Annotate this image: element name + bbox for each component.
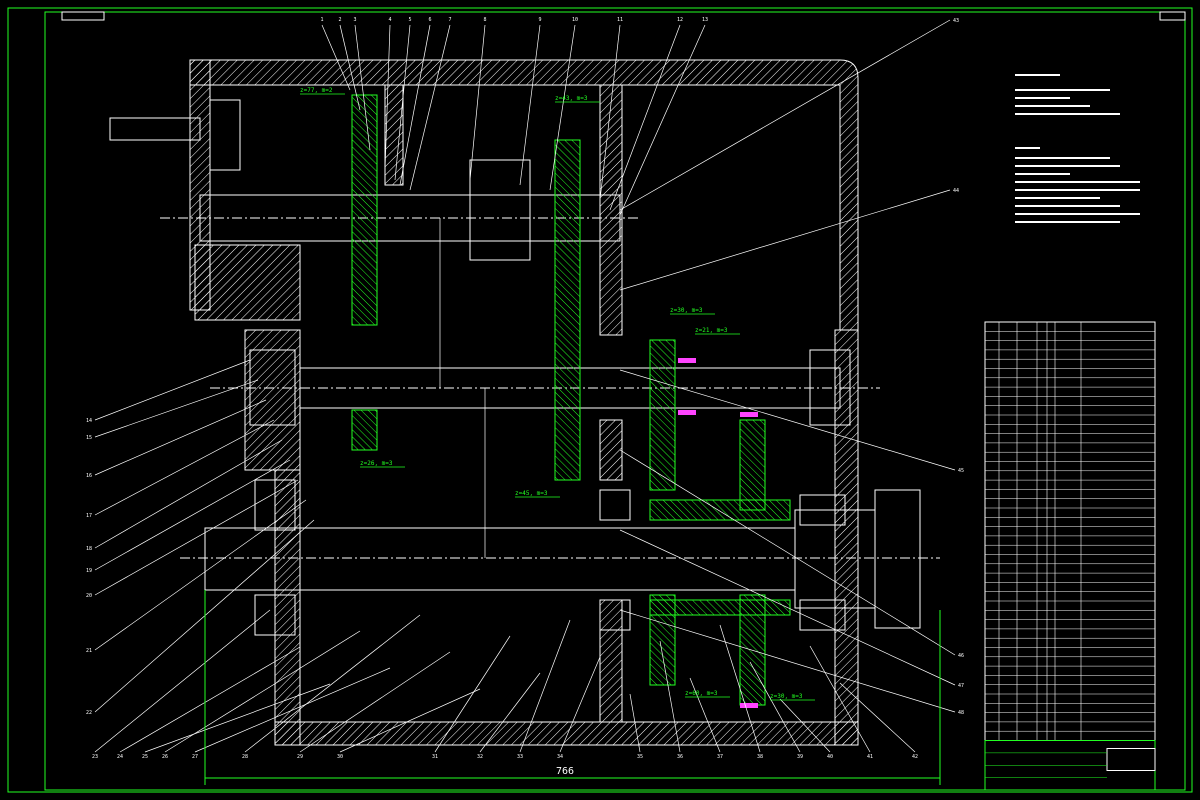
gear-callout: z=26, m=3 xyxy=(360,460,393,467)
leader-number: 35 xyxy=(637,754,643,760)
gearbox-housing xyxy=(189,59,859,746)
leader-number: 45 xyxy=(958,468,964,474)
leader-number: 24 xyxy=(117,754,123,760)
leader-number: 39 xyxy=(797,754,803,760)
leader-number: 14 xyxy=(86,418,92,424)
leader-number: 7 xyxy=(448,17,451,23)
leader-number: 1 xyxy=(320,17,323,23)
leader-number: 47 xyxy=(958,683,964,689)
leader-number: 10 xyxy=(572,17,578,23)
gear-callout: z=60, m=3 xyxy=(685,690,718,697)
leader-number: 8 xyxy=(483,17,486,23)
outer-border xyxy=(7,7,1193,793)
leader-number: 38 xyxy=(757,754,763,760)
leader-number: 15 xyxy=(86,435,92,441)
leader-number: 12 xyxy=(677,17,683,23)
leader-number: 19 xyxy=(86,568,92,574)
leader-number: 5 xyxy=(408,17,411,23)
gear-callout: z=21, m=3 xyxy=(695,327,728,334)
corner-tag xyxy=(61,11,105,21)
leader-number: 17 xyxy=(86,513,92,519)
leader-number: 28 xyxy=(242,754,248,760)
leader-number: 37 xyxy=(717,754,723,760)
output-spindle xyxy=(180,489,940,629)
gear-callout: z=43, m=3 xyxy=(555,95,588,102)
leader-number: 34 xyxy=(557,754,563,760)
leader-number: 18 xyxy=(86,546,92,552)
leader-number: 33 xyxy=(517,754,523,760)
gear-set xyxy=(351,94,791,706)
gear-callout: z=30, m=3 xyxy=(670,307,703,314)
leader-number: 2 xyxy=(338,17,341,23)
keys xyxy=(678,358,758,708)
overall-dimension-value: 766 xyxy=(556,766,574,777)
leader-number: 13 xyxy=(702,17,708,23)
leader-number: 41 xyxy=(867,754,873,760)
leader-number: 23 xyxy=(92,754,98,760)
leader-number: 11 xyxy=(617,17,623,23)
bearings xyxy=(209,99,851,636)
leader-number: 21 xyxy=(86,648,92,654)
leader-number: 43 xyxy=(953,18,959,24)
leader-number: 20 xyxy=(86,593,92,599)
technical-notes xyxy=(1015,74,1140,223)
leader-number: 44 xyxy=(953,188,959,194)
gear-callout: z=30, m=3 xyxy=(770,693,803,700)
leader-number: 32 xyxy=(477,754,483,760)
leader-number: 42 xyxy=(912,754,918,760)
middle-shaft xyxy=(210,367,880,409)
corner-tag-right xyxy=(1159,11,1186,21)
parts-list-table xyxy=(984,321,1156,791)
leader-lines xyxy=(94,19,956,753)
leader-number: 46 xyxy=(958,653,964,659)
leader-number: 4 xyxy=(388,17,391,23)
leader-number: 40 xyxy=(827,754,833,760)
leader-number: 3 xyxy=(353,17,356,23)
gear-callout: z=77, m=2 xyxy=(300,87,333,94)
leader-number: 30 xyxy=(337,754,343,760)
leader-number: 25 xyxy=(142,754,148,760)
leader-number: 26 xyxy=(162,754,168,760)
overall-dimension xyxy=(204,590,941,785)
leader-number: 29 xyxy=(297,754,303,760)
gear-callouts: z=77, m=2 z=43, m=3 z=26, m=3 z=45, m=3 z=30… xyxy=(300,87,815,701)
leader-number: 36 xyxy=(677,754,683,760)
leader-number: 16 xyxy=(86,473,92,479)
center-distance-dims xyxy=(439,218,486,558)
gear-callout: z=45, m=3 xyxy=(515,490,548,497)
leader-number: 9 xyxy=(538,17,541,23)
leader-number: 6 xyxy=(428,17,431,23)
leader-number: 31 xyxy=(432,754,438,760)
leader-number: 48 xyxy=(958,710,964,716)
leader-number: 27 xyxy=(192,754,198,760)
leader-number: 22 xyxy=(86,710,92,716)
inner-border xyxy=(44,11,1186,791)
